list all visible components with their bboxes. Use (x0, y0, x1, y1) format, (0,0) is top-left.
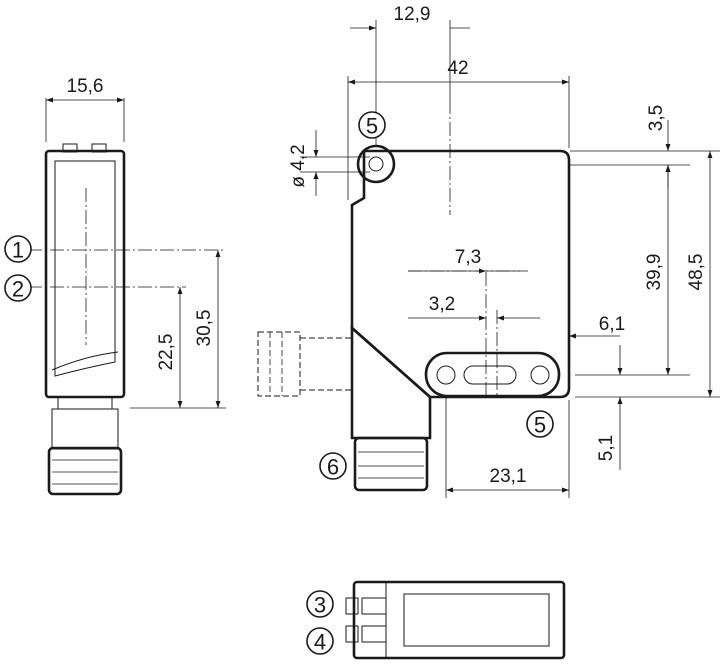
svg-text:3: 3 (314, 593, 326, 618)
svg-text:4: 4 (314, 630, 326, 655)
callout-3: 3 (306, 590, 334, 618)
side-view (28, 143, 226, 496)
dim-height-total: 48,5 (686, 254, 707, 291)
dim-width-front: 42 (447, 58, 468, 79)
svg-text:2: 2 (12, 277, 24, 302)
callout-6: 6 (319, 452, 347, 480)
dim-offset-top: 12,9 (394, 4, 431, 25)
dim-bottom-offset: 5,1 (596, 435, 617, 461)
svg-text:5: 5 (366, 114, 378, 139)
dim-spacing-b: 3,2 (429, 294, 455, 315)
dim-slot-offset: 6,1 (599, 314, 625, 335)
callout-5-top: 5 (358, 111, 386, 139)
callout-5-bottom: 5 (526, 410, 554, 438)
dim-base-width: 23,1 (490, 466, 527, 487)
dim-height-low: 22,5 (156, 334, 177, 371)
dimension-labels: 15,6 12,9 42 ø 4,2 3,5 39,9 48,5 7,3 3,2… (67, 4, 707, 487)
callout-2: 2 (4, 274, 32, 302)
callout-4: 4 (306, 627, 334, 655)
dim-spacing-a: 7,3 (455, 247, 481, 268)
dim-top-offset: 3,5 (646, 105, 667, 131)
dim-height-high: 30,5 (194, 310, 215, 347)
callouts: 1 2 3 4 5 5 6 (4, 111, 554, 655)
bottom-view (345, 580, 566, 660)
svg-text:6: 6 (327, 455, 339, 480)
dim-hole-dia: ø 4,2 (288, 144, 309, 187)
dim-width-side: 15,6 (67, 76, 104, 97)
callout-1: 1 (4, 235, 32, 263)
svg-text:5: 5 (534, 413, 546, 438)
dim-height-mid: 39,9 (644, 254, 665, 291)
front-view (257, 100, 571, 492)
svg-text:1: 1 (12, 238, 24, 263)
dimension-lines (45, 20, 720, 498)
